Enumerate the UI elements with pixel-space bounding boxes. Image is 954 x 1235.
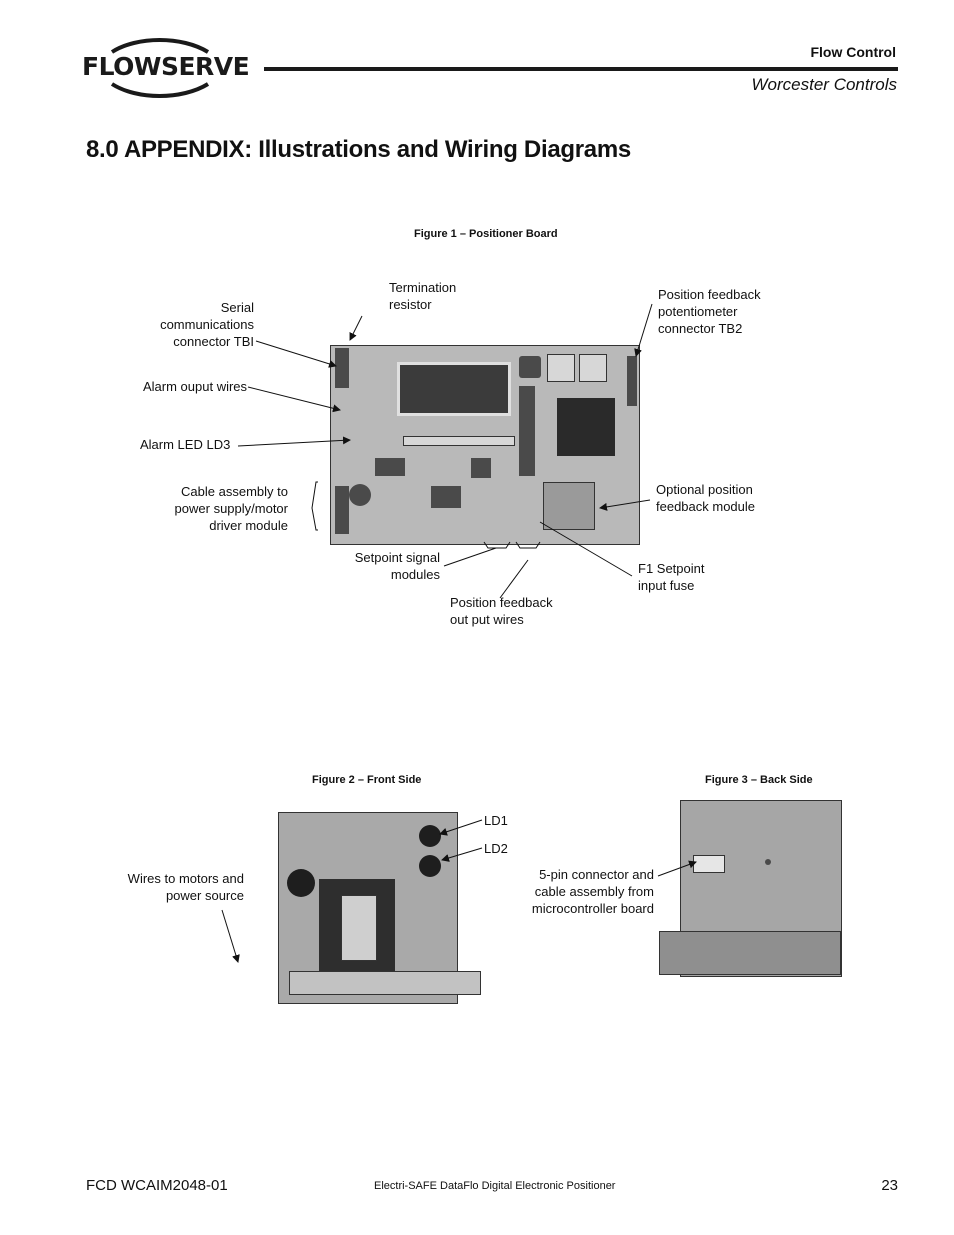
leader-feedback-wires [499, 559, 529, 599]
leader-optional-module [599, 499, 651, 511]
ic [431, 486, 461, 508]
figure2-caption: Figure 2 – Front Side [312, 774, 422, 786]
figure3-caption: Figure 3 – Back Side [705, 774, 813, 786]
leader-wires [221, 909, 240, 963]
callout-position-pot: Position feedback potentiometer connecto… [658, 287, 761, 336]
leader-connector [657, 860, 697, 877]
led-ld1 [419, 825, 441, 847]
brace-cable-assembly [311, 481, 318, 531]
callout-alarm-led: Alarm LED LD3 [140, 437, 231, 452]
led-ld2 [419, 855, 441, 877]
leader-termination [349, 315, 363, 341]
section-title: 8.0 APPENDIX: Illustrations and Wiring D… [86, 136, 631, 163]
mounting-bracket [659, 931, 841, 975]
callout-cable-assembly: Cable assembly to power supply/motor dri… [174, 484, 288, 533]
terminal-block-tb2 [627, 356, 637, 406]
feedback-module [543, 482, 595, 530]
header-rule [264, 67, 898, 71]
back-side-photo [659, 800, 842, 977]
brand-label: Worcester Controls [751, 75, 897, 94]
callout-connector: 5-pin connector and cable assembly from … [531, 867, 654, 916]
figure1-caption: Figure 1 – Positioner Board [414, 228, 558, 240]
brace-setpoint [483, 541, 541, 549]
terminal-block-tb1 [335, 348, 349, 388]
leader-f1-fuse [539, 521, 633, 577]
callout-setpoint-modules: Setpoint signal modules [354, 550, 440, 582]
division-label: Flow Control [810, 44, 896, 60]
footer-product: Electri-SAFE DataFlo Digital Electronic … [374, 1180, 616, 1192]
ic [471, 458, 491, 478]
push-button [579, 354, 607, 382]
transformer-label [341, 895, 377, 961]
mounting-hole [765, 859, 771, 865]
positioner-board-photo [330, 345, 640, 545]
callout-optional-module: Optional position feedback module [656, 482, 756, 514]
callout-ld2: LD2 [484, 841, 508, 856]
logo-wordmark: FLOWSERVE [82, 52, 250, 81]
leader-serial [255, 340, 337, 368]
mounting-bracket [289, 971, 481, 995]
footer-doc-code: FCD WCAIM2048-01 [86, 1177, 228, 1194]
capacitor [349, 484, 371, 506]
front-side-photo [278, 812, 481, 1004]
ic [375, 458, 405, 476]
leader-setpoint-modules [443, 547, 497, 567]
lcd-display [397, 362, 511, 416]
header-strip [519, 386, 535, 476]
cable-connector [335, 486, 349, 534]
label-strip [403, 436, 515, 446]
callout-f1-fuse: F1 Setpoint input fuse [638, 561, 705, 593]
leader-alarm-wires [247, 386, 341, 413]
callout-wires: Wires to motors and power source [127, 871, 244, 903]
callout-feedback-wires: Position feedback out put wires [450, 595, 553, 627]
leader-ld1 [439, 819, 483, 836]
flowserve-logo: FLOWSERVE [82, 38, 250, 100]
footer-page-number: 23 [881, 1177, 898, 1194]
leader-position-pot [634, 303, 653, 357]
switch [519, 356, 541, 378]
callout-termination: Termination resistor [389, 280, 457, 312]
microcontroller-chip [557, 398, 615, 456]
callout-alarm-wires: Alarm ouput wires [143, 379, 248, 394]
callout-ld1: LD1 [484, 813, 508, 828]
cable-grommet [287, 869, 315, 897]
leader-ld2 [441, 847, 483, 862]
logo-swoosh-icon [110, 38, 210, 98]
push-button [547, 354, 575, 382]
callout-serial: Serial communications connector TBI [160, 300, 254, 349]
leader-alarm-led [237, 436, 351, 447]
